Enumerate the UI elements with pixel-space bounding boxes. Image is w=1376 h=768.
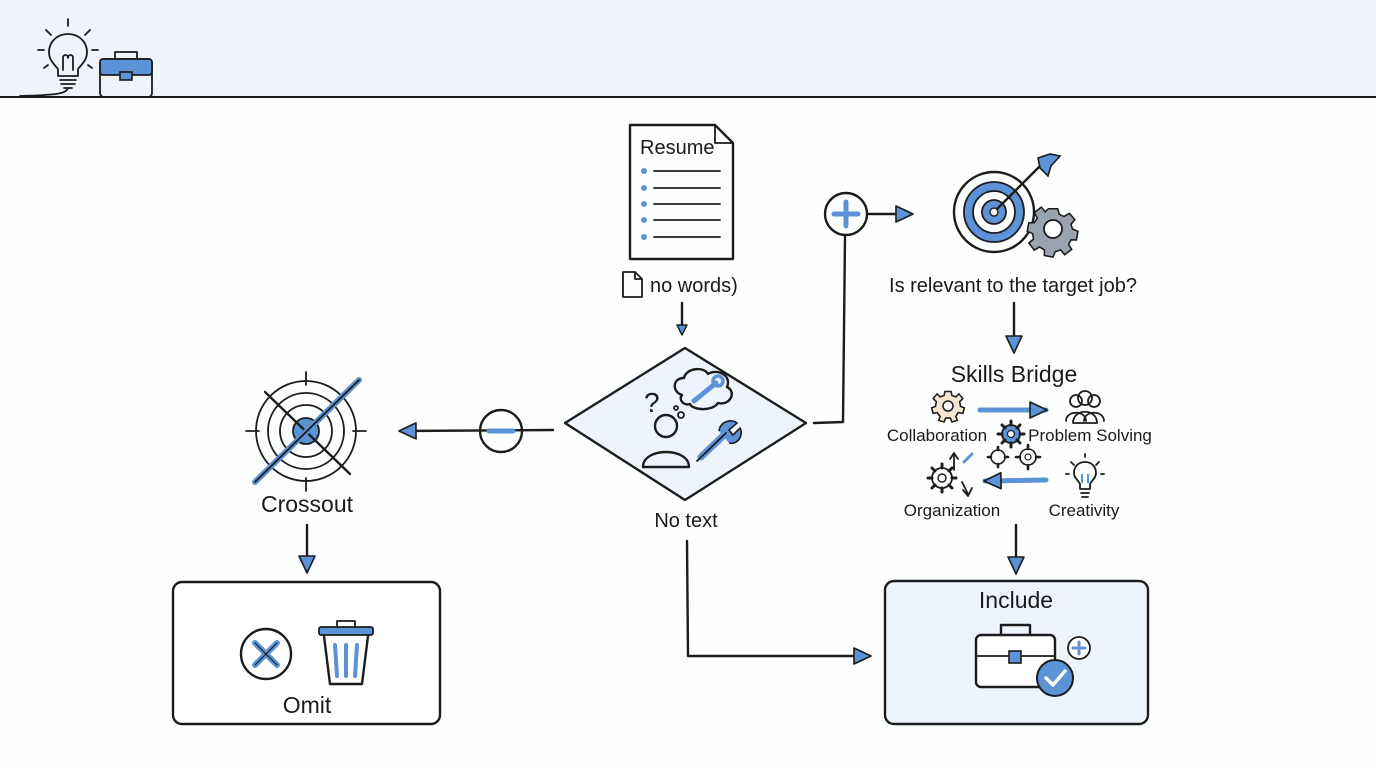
trash-icon (318, 620, 374, 686)
decision-diamond: ? (563, 346, 808, 502)
header-band (0, 0, 1376, 98)
gears-cluster-icon (926, 443, 1042, 497)
include-label: Include (979, 587, 1053, 613)
question-mark-icon: ? (644, 387, 660, 418)
arrow-decision-to-include (685, 539, 872, 665)
target-gear-icon (952, 153, 1079, 258)
plus-badge (823, 191, 869, 237)
wrench-cloud-icon (691, 374, 725, 404)
lightbulb-icon (19, 18, 99, 97)
blank-page-icon (622, 271, 643, 298)
omit-box: Omit (171, 580, 442, 726)
arrow-decision-to-crossout (398, 422, 555, 440)
decision-caption: No text (654, 510, 718, 532)
resume-document-icon: Resume (628, 123, 735, 261)
omit-label: Omit (283, 692, 332, 718)
skill-creativity: Creativity (1049, 501, 1120, 520)
skill-organization: Organization (904, 501, 1000, 520)
crossed-target-icon (245, 371, 367, 492)
minus-badge (478, 408, 524, 454)
relevance-question: Is relevant to the target job? (889, 275, 1137, 297)
resume-bullets (641, 168, 721, 240)
briefcase-icon (99, 51, 153, 98)
resume-caption: no words) (650, 275, 738, 297)
gear-icon (1026, 206, 1079, 258)
wrench-icon (696, 420, 743, 462)
problem-solving-gear-icon (996, 419, 1026, 449)
arrow-creativity-to-organization (982, 471, 1049, 490)
skills-bridge-title: Skills Bridge (951, 361, 1078, 387)
close-icon (239, 627, 293, 681)
collaboration-gear-icon (930, 390, 966, 423)
people-icon (1065, 390, 1105, 424)
person-thinking-icon (641, 367, 733, 469)
connector-decision-to-plus (812, 235, 847, 425)
resume-title: Resume (640, 137, 714, 159)
skill-collaboration: Collaboration (887, 426, 987, 445)
creativity-bulb-icon (1065, 453, 1105, 498)
skill-problem-solving: Problem Solving (1028, 426, 1152, 445)
crossout-label: Crossout (261, 491, 354, 517)
briefcase-check-icon (974, 623, 1091, 697)
include-box: Include (883, 579, 1150, 726)
